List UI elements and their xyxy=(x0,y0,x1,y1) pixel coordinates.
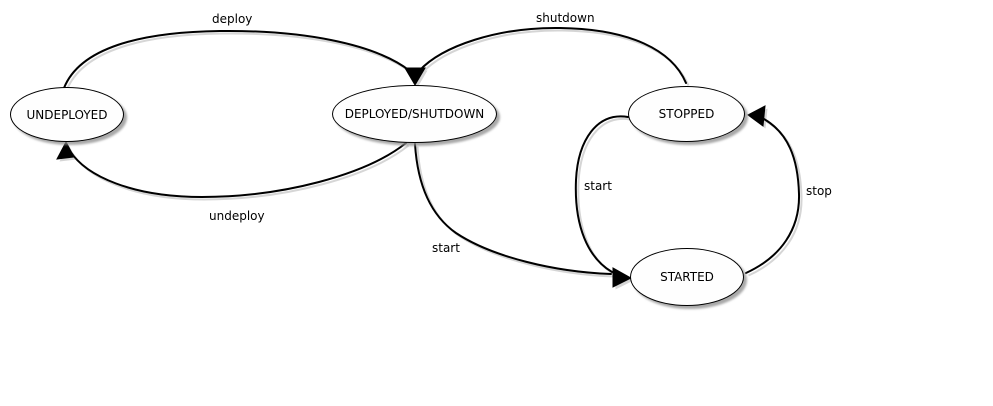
transition-start-from-stopped-path xyxy=(574,115,629,273)
transition-label-stop: stop xyxy=(806,184,832,198)
state-label-deployed-shutdown: DEPLOYED/SHUTDOWN xyxy=(344,107,485,121)
transition-label-shutdown: shutdown xyxy=(536,11,595,25)
state-node-stopped: STOPPED xyxy=(628,86,745,142)
arrowhead-into-undeployed xyxy=(56,140,75,160)
transition-label-deploy: deploy xyxy=(212,12,253,26)
arrowhead-into-deployed-shutdown xyxy=(404,67,426,86)
state-node-undeployed: UNDEPLOYED xyxy=(10,87,124,142)
transition-label-start-from-stopped: start xyxy=(584,179,612,193)
state-label-started: STARTED xyxy=(660,270,714,284)
transition-shutdown-path xyxy=(418,26,687,84)
state-node-deployed-shutdown: DEPLOYED/SHUTDOWN xyxy=(332,85,497,143)
transition-stop-path xyxy=(745,118,801,274)
transition-start-from-deployed-path xyxy=(414,143,612,275)
state-label-undeployed: UNDEPLOYED xyxy=(26,107,108,122)
transition-deploy-path xyxy=(63,29,411,89)
arrowhead-into-stopped xyxy=(747,105,766,127)
state-node-started: STARTED xyxy=(630,248,744,306)
arrowhead-into-started xyxy=(612,267,633,288)
transition-label-start-from-deployed: start xyxy=(432,241,460,255)
transition-label-undeploy: undeploy xyxy=(209,209,265,223)
state-label-stopped: STOPPED xyxy=(658,107,715,121)
transition-undeploy-path xyxy=(69,142,407,199)
